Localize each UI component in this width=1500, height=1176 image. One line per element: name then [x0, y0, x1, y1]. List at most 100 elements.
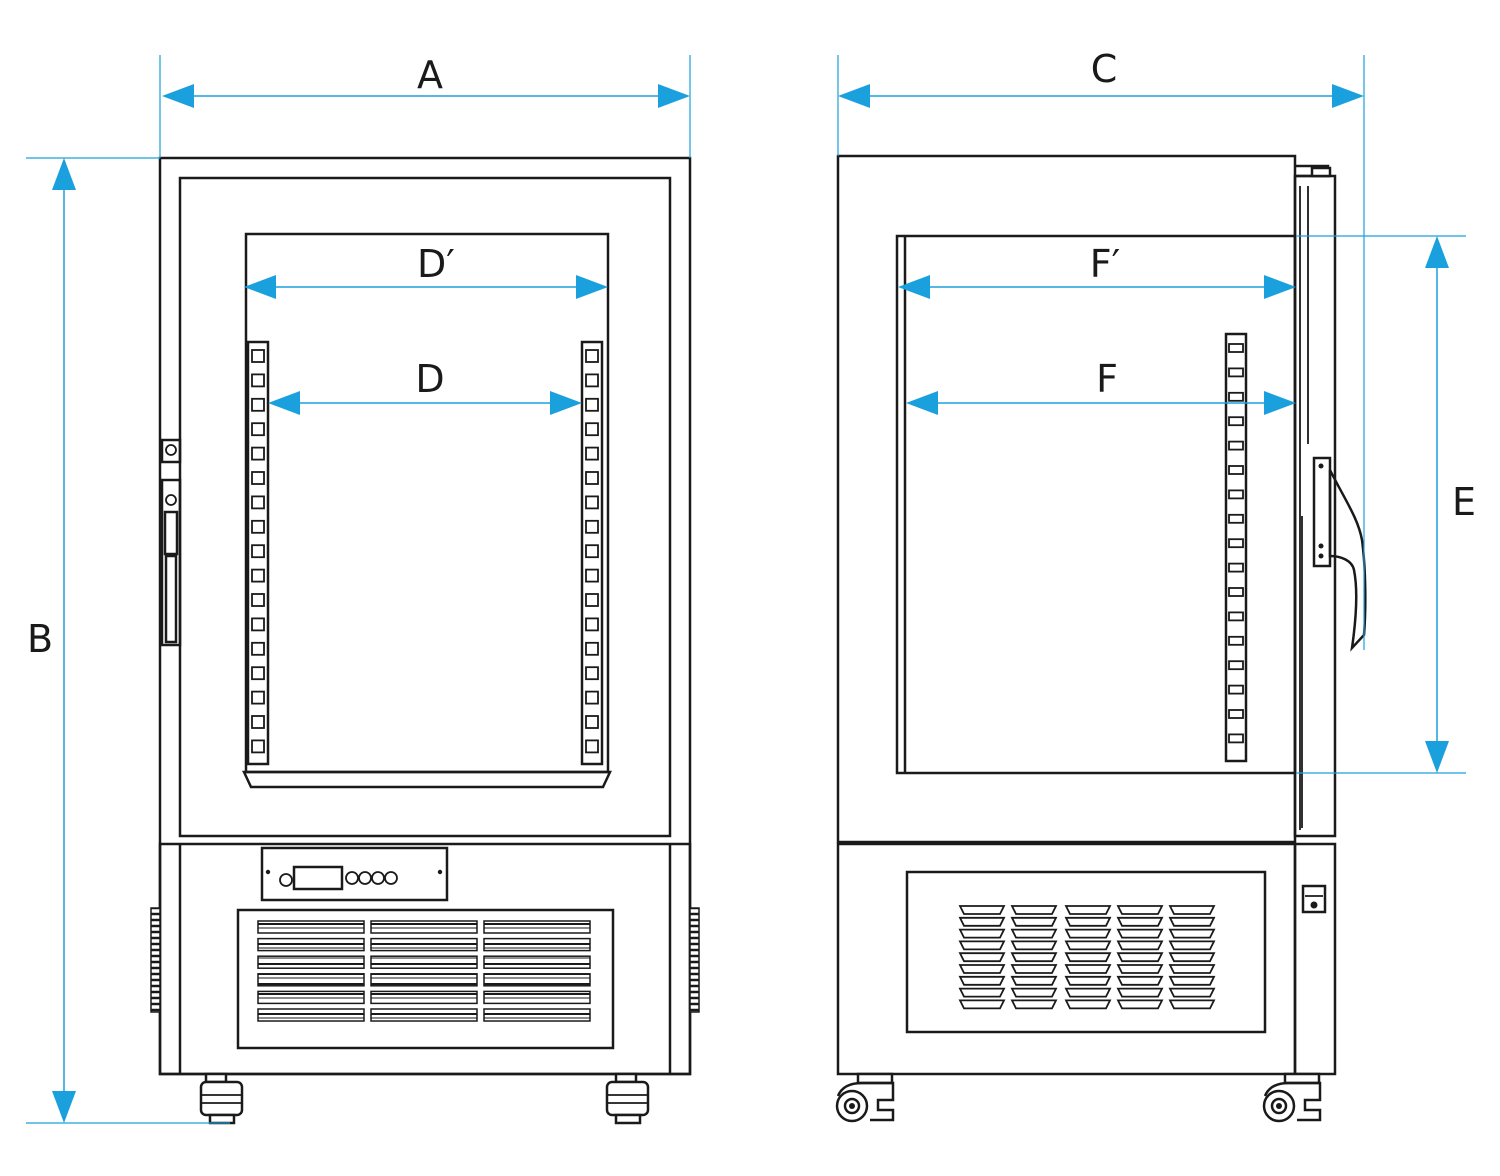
rail-slot — [585, 568, 599, 583]
vent-slot — [483, 990, 591, 1005]
vent-slot — [483, 937, 591, 952]
rail-slot — [1228, 465, 1244, 475]
rail-slot — [585, 446, 599, 461]
front-vent-bars — [257, 920, 591, 1022]
front-shelf-tray — [242, 770, 612, 789]
louver — [1116, 916, 1164, 927]
rail-slot — [585, 715, 599, 729]
rail-slot — [585, 471, 599, 485]
power-switch-icon — [1301, 884, 1327, 914]
louver — [958, 916, 1006, 927]
front-glass-window — [244, 232, 610, 774]
rail-slot — [1228, 538, 1244, 549]
front-shelf-rail-left — [246, 340, 270, 766]
louver — [1168, 940, 1216, 951]
rail-slot — [1228, 416, 1244, 427]
louver — [1010, 928, 1058, 939]
louver — [1010, 964, 1058, 974]
rail-slot — [251, 373, 265, 388]
rail-slot — [1228, 343, 1244, 353]
rail-slot — [585, 641, 599, 656]
rail-slot — [585, 422, 599, 437]
rail-slot — [251, 715, 265, 729]
vent-slot — [257, 990, 365, 1005]
vent-slot — [257, 955, 365, 969]
vent-slot — [370, 973, 478, 987]
louver — [1010, 905, 1058, 915]
side-shelf-rail — [1224, 332, 1248, 763]
rail-slot — [585, 617, 599, 632]
vent-slot — [257, 937, 365, 952]
rail-slot — [251, 422, 265, 437]
controller-button — [358, 871, 372, 885]
controller-button — [371, 871, 385, 885]
louver — [1168, 928, 1216, 939]
rail-slot — [1228, 489, 1244, 500]
controller-panel — [260, 846, 449, 902]
front-foot-right — [605, 1072, 650, 1125]
louver — [1116, 975, 1164, 986]
rail-slot — [251, 739, 265, 754]
louver — [1168, 987, 1216, 998]
rail-slot — [585, 349, 599, 363]
vent-slot — [370, 990, 478, 1005]
vent-slot — [370, 1008, 478, 1022]
rail-slot — [251, 593, 265, 607]
rail-slot — [1228, 391, 1244, 402]
vent-slot — [483, 1008, 591, 1022]
louver — [1064, 928, 1112, 939]
controller-display — [292, 865, 344, 891]
front-rail-slots — [251, 349, 599, 754]
rail-slot — [1228, 440, 1244, 451]
rail-slot — [251, 641, 265, 656]
louver — [1064, 964, 1112, 974]
side-vent-panel — [905, 870, 1267, 1034]
rail-slot — [585, 593, 599, 607]
rail-slot — [251, 495, 265, 510]
louver — [1168, 916, 1216, 927]
rail-slot — [1228, 587, 1244, 597]
dimension-lines — [26, 55, 1466, 1124]
louver — [1010, 999, 1058, 1010]
louver — [1116, 987, 1164, 998]
louver — [958, 905, 1006, 915]
label-e: E — [1452, 480, 1476, 524]
rail-slot — [1228, 611, 1244, 622]
label-d-prime: D′ — [417, 242, 455, 286]
rail-slot — [251, 349, 265, 363]
louver — [1064, 999, 1112, 1010]
vent-slot — [483, 955, 591, 969]
side-door-profile — [1293, 164, 1337, 838]
louver — [1064, 975, 1112, 986]
front-cabinet-body — [158, 156, 692, 1076]
louver — [1116, 952, 1164, 963]
rail-slot — [585, 495, 599, 510]
rail-slot — [251, 446, 265, 461]
rail-slot — [251, 690, 265, 705]
louver — [958, 964, 1006, 974]
label-c: C — [1091, 47, 1118, 91]
front-foot-left — [199, 1072, 244, 1125]
side-louvers — [958, 905, 1216, 1010]
rail-slot — [251, 666, 265, 681]
vent-slot — [257, 973, 365, 987]
side-ribs-left — [150, 907, 161, 1013]
vent-slot — [257, 1008, 365, 1022]
louver — [1168, 905, 1216, 915]
label-a: A — [417, 53, 443, 97]
louver — [1010, 940, 1058, 951]
rail-slot — [585, 666, 599, 681]
rail-slot — [251, 544, 265, 559]
louver — [1010, 952, 1058, 963]
rail-slot — [1228, 733, 1244, 744]
controller-button — [384, 871, 398, 885]
louver — [1168, 964, 1216, 974]
rail-slot — [1228, 513, 1244, 524]
side-interior-chamber — [895, 234, 1297, 775]
dimension-labels: A C B D′ D F′ F E — [27, 47, 1476, 661]
side-rail-slots — [1228, 343, 1244, 744]
louver — [1010, 975, 1058, 986]
louver — [958, 987, 1006, 998]
louver — [1116, 905, 1164, 915]
